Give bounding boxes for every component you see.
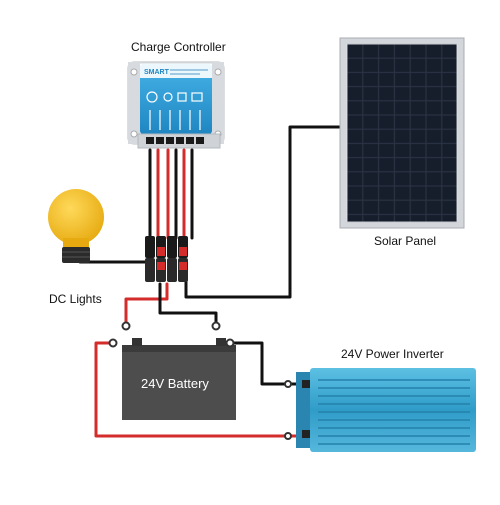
solar-panel (339, 37, 465, 229)
charge-controller: SMART (127, 61, 225, 149)
wire-solar-black (184, 125, 342, 299)
controller-front-panel (140, 64, 212, 134)
label-dc-lights: DC Lights (49, 292, 102, 306)
label-charge-controller: Charge Controller (131, 40, 226, 54)
label-power-inverter: 24V Power Inverter (341, 347, 444, 361)
wire-lights-black (78, 260, 153, 274)
wires (78, 125, 342, 438)
power-inverter (296, 368, 476, 452)
wire-battery-negative (158, 282, 218, 326)
controller-brand-label: SMART (144, 69, 170, 76)
wire-inverter-negative (231, 341, 298, 386)
wire-battery-positive (124, 282, 169, 326)
battery (122, 338, 236, 420)
controller-status-icons (146, 91, 203, 130)
label-solar-panel: Solar Panel (374, 234, 437, 248)
ring-terminals (108, 321, 292, 440)
label-battery: 24V Battery (141, 376, 209, 391)
wire-inverter-positive (94, 341, 298, 438)
dc-light-bulb (48, 189, 104, 263)
cable-connectors (145, 236, 188, 282)
